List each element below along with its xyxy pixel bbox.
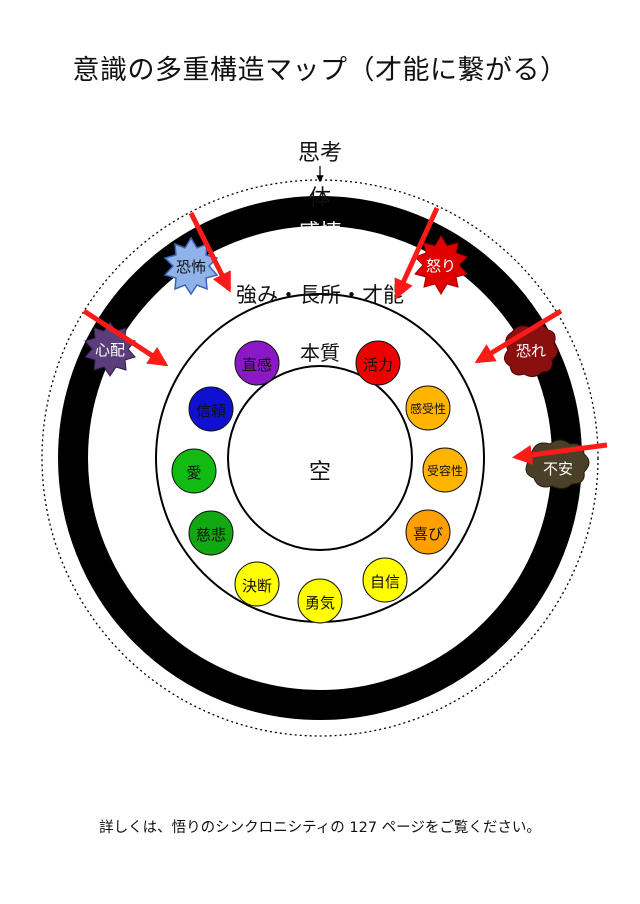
arrow-anger	[394, 206, 440, 300]
essence-item: 喜び	[405, 509, 451, 555]
essence-bubble	[355, 340, 401, 386]
essence-item: 信頼	[188, 386, 234, 432]
essence-bubble	[234, 561, 280, 607]
arrow-anxiety	[512, 442, 608, 465]
essence-bubble	[171, 448, 217, 494]
essence-item: 決断	[234, 561, 280, 607]
essence-item: 勇気	[297, 578, 343, 624]
essence-bubble	[234, 340, 280, 386]
essence-bubble	[297, 578, 343, 624]
negative-text: 恐怖	[176, 258, 206, 276]
thought-boundary	[41, 179, 599, 737]
negative-text: 心配	[95, 341, 125, 359]
essence-bubble	[405, 509, 451, 555]
essence-label: 本質	[300, 341, 340, 365]
essence-text: 愛	[186, 464, 201, 482]
void-label: 空	[309, 460, 331, 485]
strengths-label: 強み・長所・才能	[236, 283, 404, 307]
arrow-dread	[474, 308, 563, 364]
essence-text: 自信	[370, 573, 400, 591]
arrow-fear	[188, 211, 232, 293]
emotion-label: 感情	[298, 221, 342, 246]
negative-text: 不安	[543, 460, 573, 478]
essence-item: 慈悲	[188, 510, 234, 556]
negative-text: 怒り	[426, 257, 456, 275]
essence-item: 受容性	[422, 447, 468, 493]
negative-badge-dread: 恐れ	[504, 324, 558, 378]
negative-text: 恐れ	[516, 342, 546, 360]
essence-text: 受容性	[427, 463, 463, 478]
essence-bubble	[188, 386, 234, 432]
negative-badge-fear: 恐怖	[163, 236, 219, 296]
essence-text: 感受性	[410, 401, 446, 416]
footer-note: 詳しくは、悟りのシンクロニシティの 127 ページをご覧ください。	[99, 820, 541, 836]
essence-text: 信頼	[196, 402, 226, 420]
arrow-worry	[82, 308, 169, 367]
essence-items: 直感 活力 信頼 感受性 受容性 愛 喜び 慈悲	[171, 340, 468, 624]
essence-bubble	[188, 510, 234, 556]
essence-item: 活力	[355, 340, 401, 386]
essence-item: 自信	[362, 557, 408, 603]
negative-badge-anger: 怒り	[414, 235, 468, 295]
essence-bubble	[405, 385, 451, 431]
essence-bubble	[362, 557, 408, 603]
fear-starburst	[163, 236, 219, 296]
void-circle	[227, 365, 413, 551]
essence-bubble	[422, 447, 468, 493]
essence-text: 直感	[242, 356, 272, 374]
essence-text: 慈悲	[196, 526, 226, 544]
essence-text: 勇気	[305, 594, 335, 612]
body-label: 体	[309, 186, 331, 211]
intrusion-arrows	[82, 206, 608, 465]
essence-text: 活力	[363, 356, 393, 374]
essence-text: 決断	[242, 577, 272, 595]
essence-item: 愛	[171, 448, 217, 494]
essence-item: 感受性	[405, 385, 451, 431]
page-title: 意識の多重構造マップ（才能に繋がる）	[72, 55, 568, 86]
anger-starburst	[414, 235, 468, 295]
essence-text: 喜び	[413, 525, 443, 543]
essence-item: 直感	[234, 340, 280, 386]
thought-label: 思考	[298, 141, 342, 166]
